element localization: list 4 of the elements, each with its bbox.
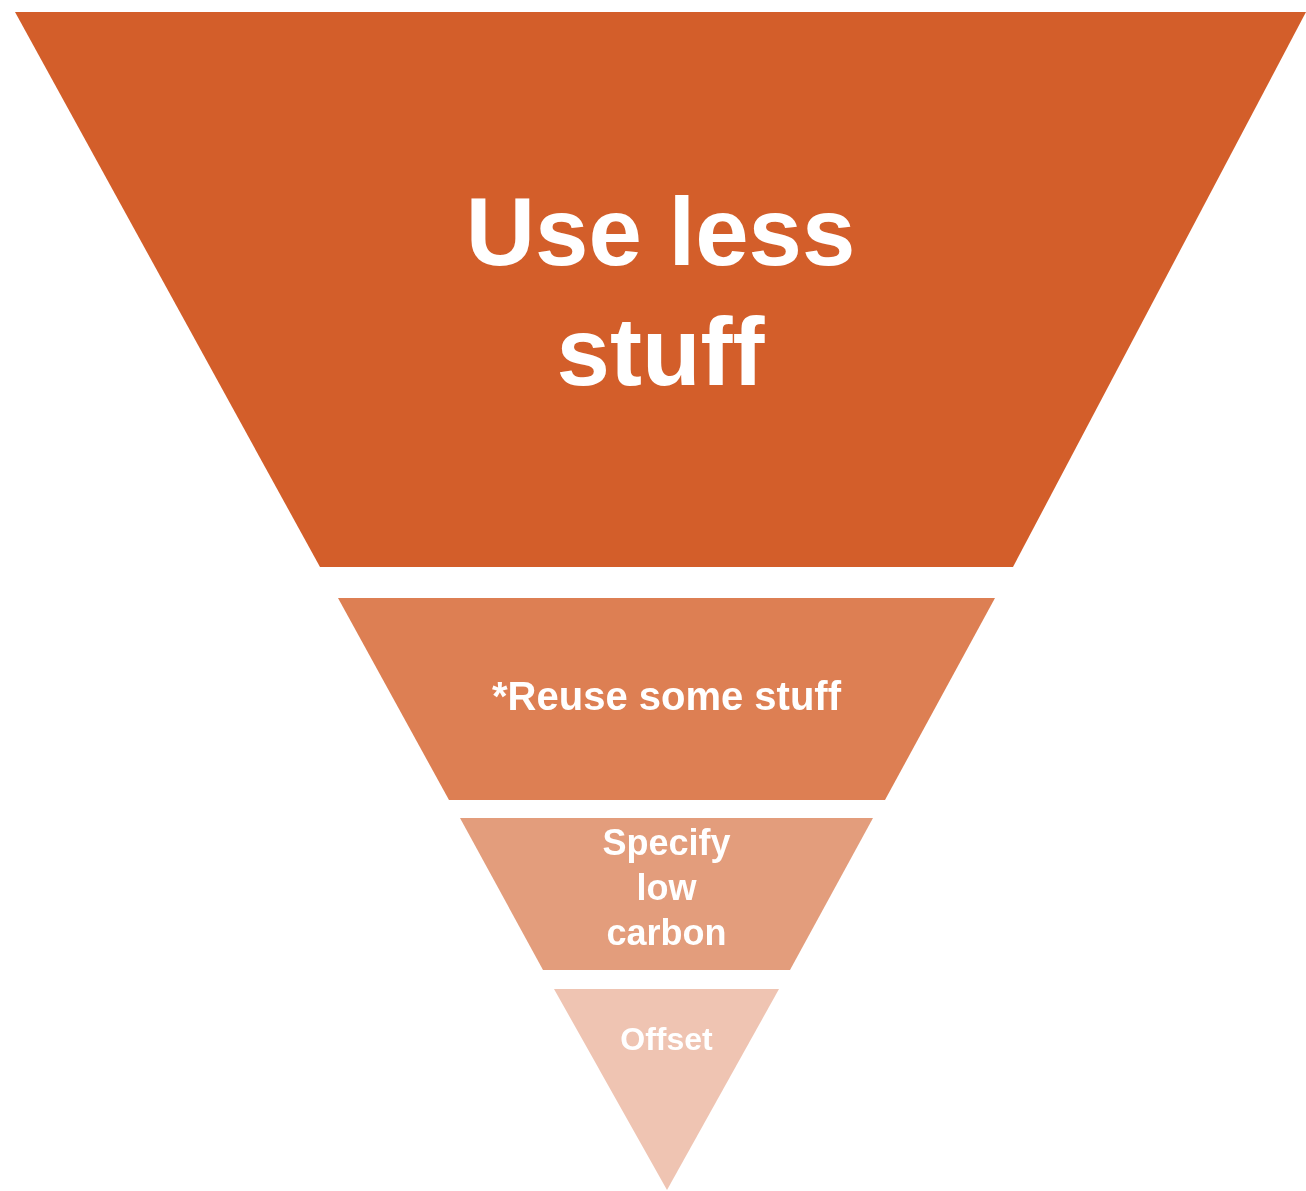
band-label: Specify low carbon: [601, 821, 732, 955]
band-label: Offset: [619, 1020, 714, 1059]
band-label: Use less stuff: [464, 177, 857, 407]
band-label: *Reuse some stuff: [491, 673, 843, 720]
